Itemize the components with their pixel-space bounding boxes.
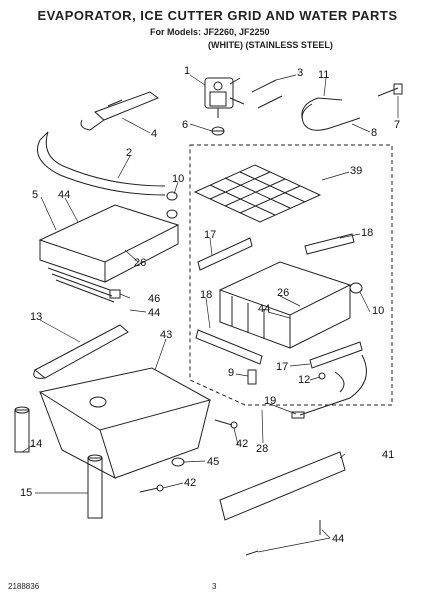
callout-42a: 42: [236, 438, 248, 450]
screw-part-bottom-b: [245, 550, 259, 556]
assembly-boundary: [189, 144, 393, 406]
callout-44b: 44: [148, 307, 160, 319]
callout-17b: 17: [276, 361, 288, 373]
callout-12: 12: [298, 374, 310, 386]
document-number: 2188836: [8, 582, 40, 591]
lower-bracket-part: [309, 341, 363, 369]
grommet-part: [166, 191, 178, 219]
side-strip-part: [195, 329, 263, 365]
callout-18a: 18: [361, 227, 373, 239]
screw-part-upper: [214, 419, 233, 426]
callout-11: 11: [318, 69, 329, 81]
callout-2: 2: [126, 147, 132, 159]
callout-5: 5: [32, 189, 38, 201]
callout-8: 8: [371, 127, 377, 139]
grommet-part-right: [349, 282, 363, 294]
callout-28: 28: [256, 443, 268, 455]
callout-43: 43: [160, 329, 172, 341]
cutter-grid-part: [193, 164, 322, 223]
callout-44a: 44: [58, 189, 70, 201]
callout-13: 13: [30, 311, 42, 323]
callout-45: 45: [207, 456, 219, 468]
wire-harness-part: [37, 131, 166, 196]
callout-46: 46: [148, 293, 160, 305]
water-tray-part: [38, 367, 212, 480]
callout-44d: 44: [332, 533, 344, 545]
page-number: 3: [212, 582, 217, 591]
callout-6: 6: [182, 119, 188, 131]
callout-44c: 44: [258, 303, 270, 315]
valve-screw-part: [251, 79, 283, 109]
spacer-block-part: [109, 289, 121, 299]
leader-lines: [21, 74, 399, 553]
fill-cup-part: [87, 454, 103, 519]
heater-wire-part: [291, 354, 367, 419]
variants-line: (WHITE) (STAINLESS STEEL): [208, 40, 333, 50]
callout-3: 3: [297, 67, 303, 79]
screw-part-lower: [139, 487, 159, 493]
evaporator-frame-part: [38, 204, 180, 303]
callout-26b: 26: [277, 287, 289, 299]
callout-7: 7: [394, 119, 400, 131]
callout-17a: 17: [204, 229, 216, 241]
page-title: EVAPORATOR, ICE CUTTER GRID AND WATER PA…: [37, 8, 398, 23]
callout-26a: 26: [134, 257, 146, 269]
callout-19: 19: [264, 395, 276, 407]
callout-9: 9: [228, 367, 234, 379]
callout-1: 1: [184, 65, 190, 77]
callout-18b: 18: [200, 289, 212, 301]
nut-part: [211, 126, 225, 136]
drain-tube-part: [14, 406, 30, 453]
callout-42b: 42: [184, 477, 196, 489]
front-cover-part: [219, 451, 346, 521]
callout-41: 41: [382, 449, 394, 461]
callout-4: 4: [151, 128, 157, 140]
plug-part: [171, 457, 185, 467]
grid-bracket-right: [304, 233, 355, 255]
callout-39: 39: [350, 165, 362, 177]
cutter-grid-box-part: [218, 261, 352, 349]
models-line: For Models: JF2260, JF2250: [150, 27, 270, 37]
callout-labels: 1 3 11 7 4 6 8 2 10 39 5 44 17 18 26 46 …: [20, 65, 400, 545]
mounting-bar-part: [80, 91, 160, 131]
grid-bracket-left: [197, 237, 253, 271]
callout-10a: 10: [172, 173, 184, 185]
tube-fitting-part: [377, 83, 403, 97]
callout-14: 14: [30, 438, 42, 450]
water-valve-part: [204, 77, 245, 118]
water-trough-part: [33, 324, 129, 379]
fill-tube-part: [301, 97, 361, 131]
callout-15: 15: [20, 487, 32, 499]
callout-10b: 10: [372, 305, 384, 317]
clip-part: [247, 369, 257, 385]
